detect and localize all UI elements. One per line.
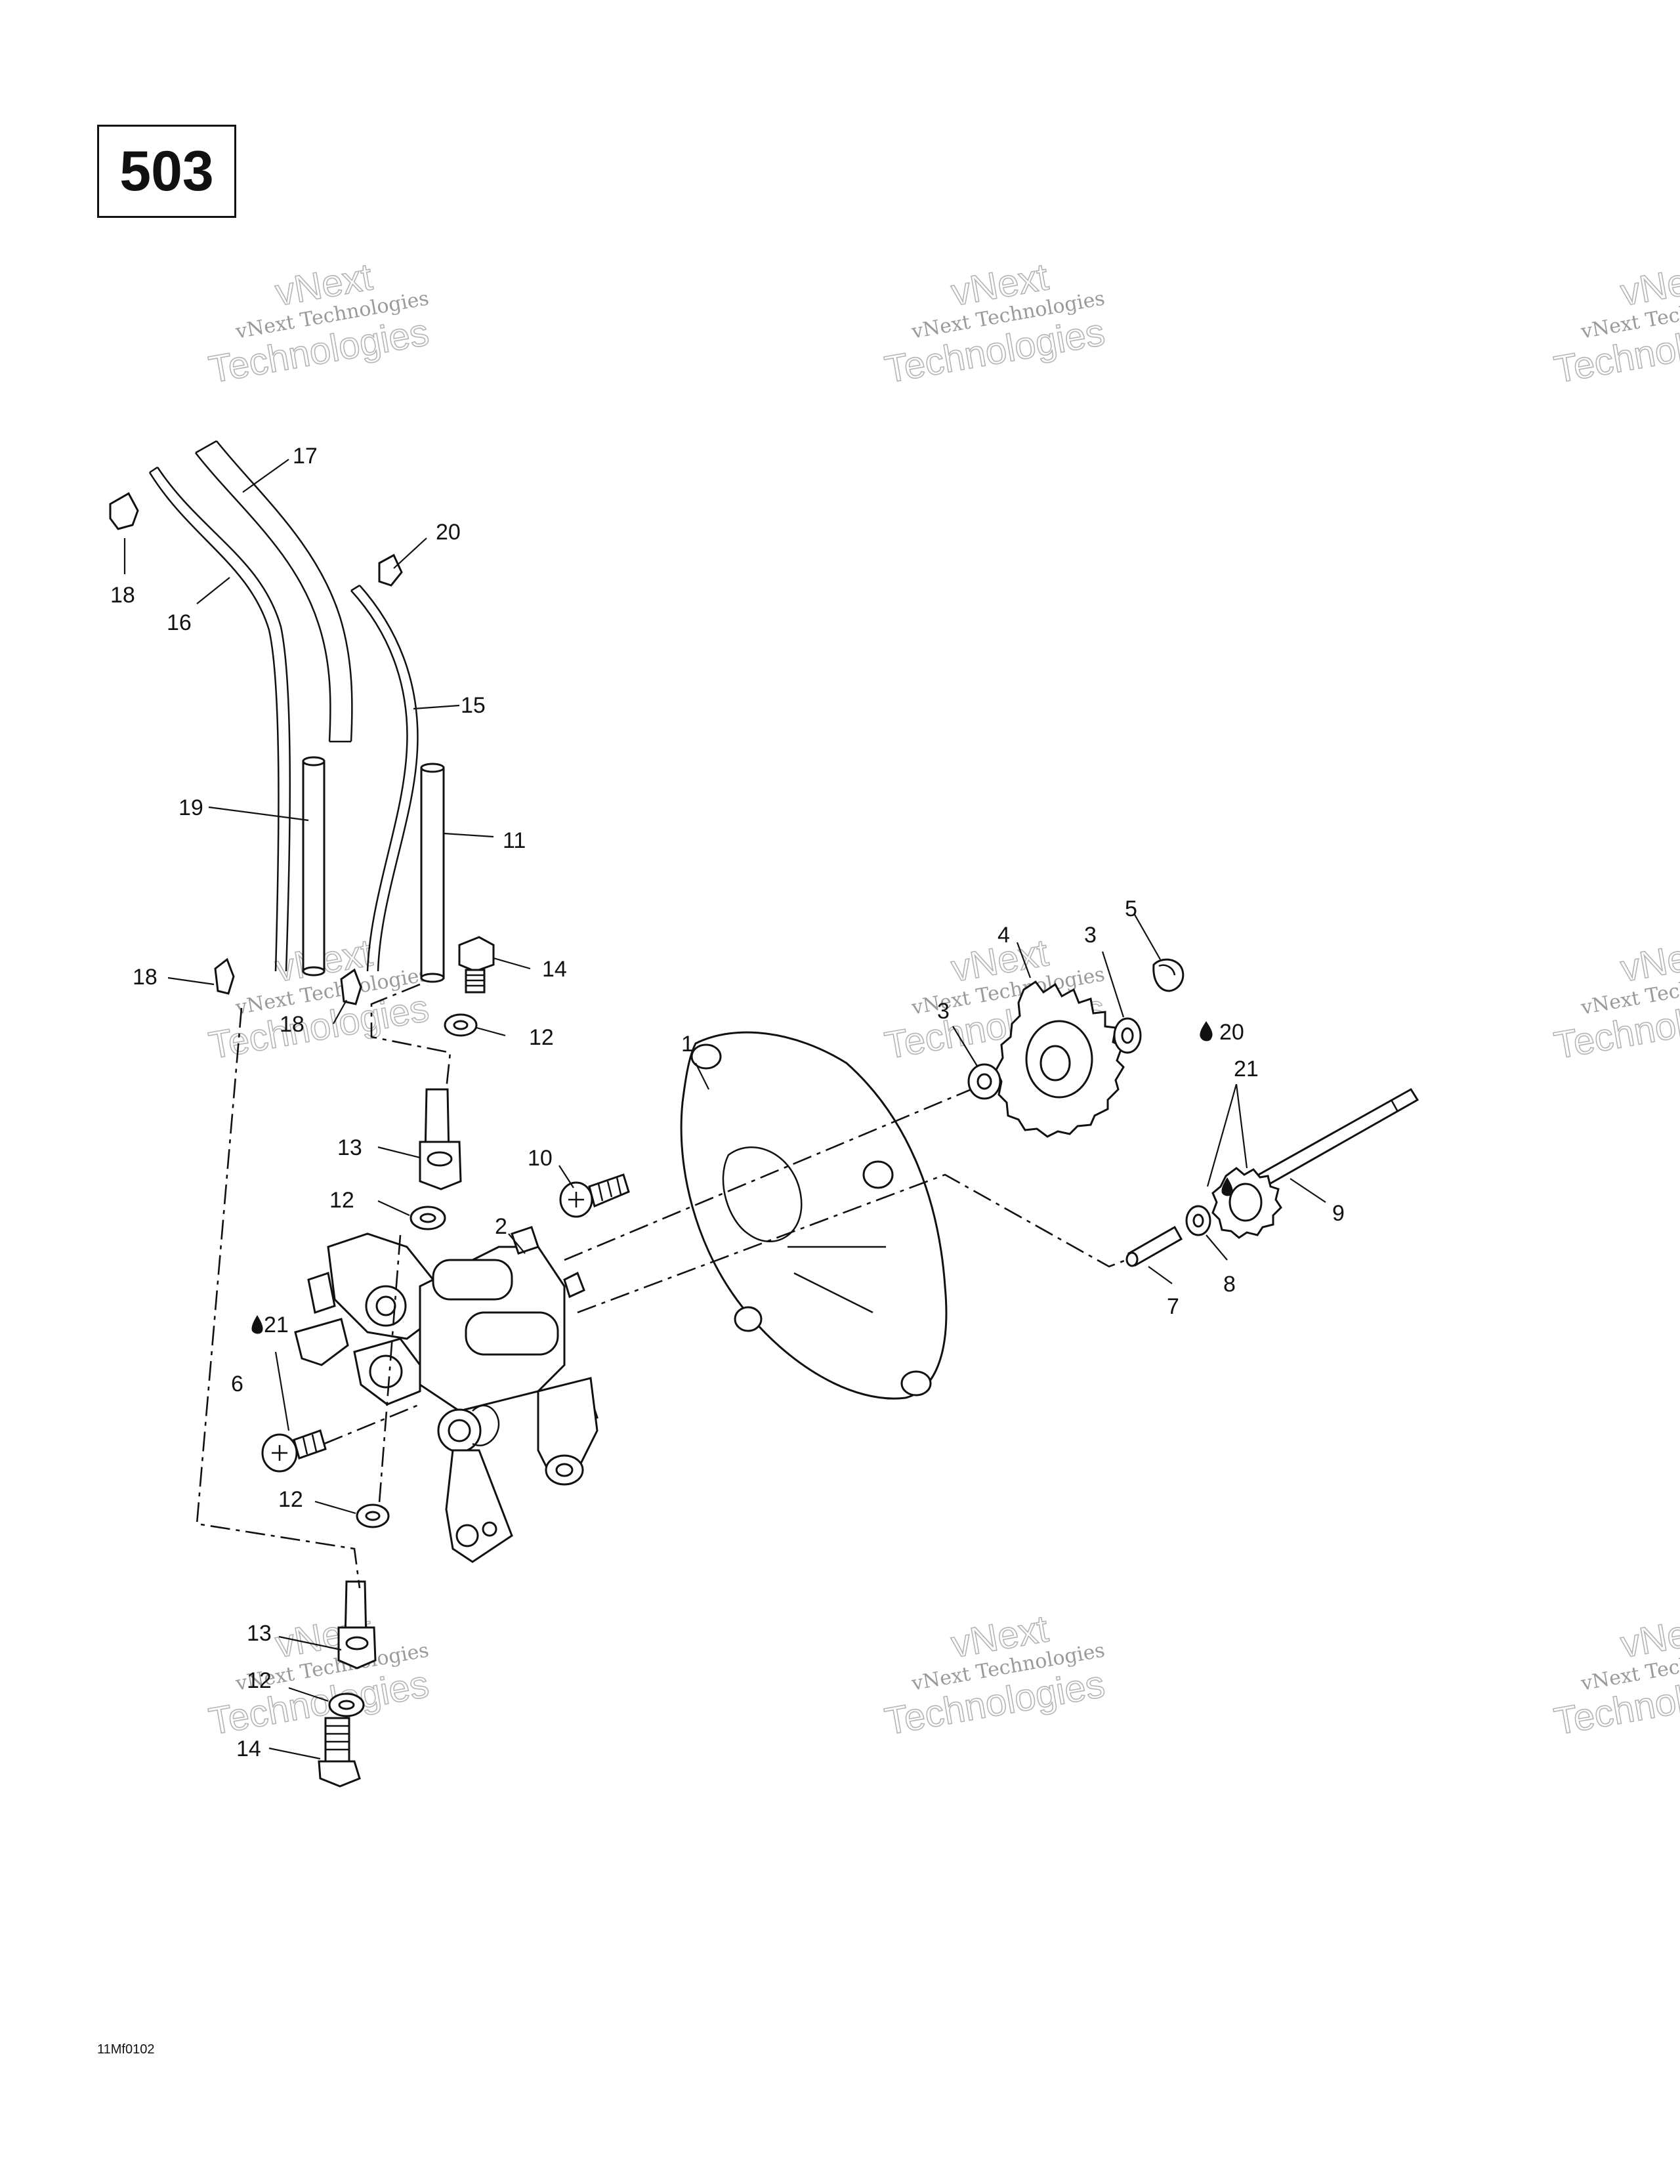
oil-pump-2 bbox=[294, 1226, 598, 1563]
callout-4: 4 bbox=[998, 923, 1010, 948]
callouts: 17 20 18 16 15 19 11 14 18 18 12 4 3 5 3… bbox=[110, 444, 1345, 1761]
washer-12-c bbox=[356, 1503, 390, 1528]
callout-15: 15 bbox=[461, 693, 486, 718]
callout-14: 14 bbox=[542, 957, 567, 982]
callout-18: 18 bbox=[280, 1012, 304, 1037]
callout-10: 10 bbox=[528, 1146, 553, 1171]
circlip-5 bbox=[1152, 958, 1185, 992]
shaft-9 bbox=[1211, 1087, 1419, 1239]
callout-11: 11 bbox=[503, 828, 526, 853]
callout-7: 7 bbox=[1167, 1294, 1179, 1319]
callout-18: 18 bbox=[133, 965, 158, 990]
washer-3-right bbox=[1113, 1017, 1142, 1054]
clamp-18-mid bbox=[340, 968, 362, 1005]
washer-3-left bbox=[967, 1063, 1001, 1100]
assembly-lines bbox=[196, 983, 1127, 1589]
callout-1: 1 bbox=[681, 1032, 694, 1057]
banjo-bolt-14-bottom bbox=[318, 1717, 361, 1788]
clamp-20-top bbox=[378, 553, 403, 587]
leader-lines bbox=[123, 459, 1326, 1760]
pin-7 bbox=[1125, 1225, 1183, 1267]
callout-12: 12 bbox=[278, 1487, 303, 1512]
pump-cover-1 bbox=[680, 1031, 948, 1400]
callout-21: 21 bbox=[264, 1312, 289, 1337]
banjo-bolt-14-top bbox=[458, 936, 495, 994]
washer-12-d bbox=[328, 1692, 365, 1717]
lubricant-drop-icon bbox=[1221, 1177, 1233, 1196]
callout-12: 12 bbox=[329, 1188, 354, 1213]
hose-11 bbox=[420, 763, 445, 983]
hose-19 bbox=[302, 756, 326, 976]
callout-13: 13 bbox=[337, 1135, 362, 1160]
callout-18: 18 bbox=[110, 583, 135, 608]
screw-6 bbox=[261, 1429, 327, 1473]
hose-15 bbox=[350, 584, 419, 972]
page-number: 503 bbox=[119, 139, 214, 203]
callout-3: 3 bbox=[1084, 923, 1097, 948]
lubricant-drop-icon bbox=[251, 1315, 263, 1334]
callout-21: 21 bbox=[1234, 1057, 1259, 1082]
callout-2: 2 bbox=[495, 1214, 507, 1239]
fitting-13-top bbox=[419, 1088, 462, 1190]
callout-20: 20 bbox=[1219, 1020, 1244, 1045]
lubricant-drop-icon bbox=[1200, 1021, 1213, 1041]
gear-4 bbox=[995, 980, 1125, 1138]
callout-6: 6 bbox=[231, 1372, 243, 1396]
callout-17: 17 bbox=[293, 444, 318, 469]
callout-14: 14 bbox=[236, 1736, 261, 1761]
clamp-18-top bbox=[109, 492, 139, 530]
callout-3: 3 bbox=[937, 999, 950, 1024]
watermark: vNext vNext Technologies Technologies vN… bbox=[205, 255, 1680, 1744]
washer-12-b bbox=[410, 1206, 446, 1230]
callout-20: 20 bbox=[436, 520, 461, 545]
washer-12-a bbox=[444, 1013, 478, 1037]
clamp-18-left bbox=[214, 957, 235, 995]
callout-12: 12 bbox=[247, 1668, 272, 1693]
screw-10 bbox=[559, 1173, 630, 1218]
page-number-box bbox=[97, 125, 236, 218]
callout-19: 19 bbox=[178, 795, 203, 820]
callout-8: 8 bbox=[1223, 1272, 1236, 1297]
callout-5: 5 bbox=[1125, 896, 1137, 921]
callout-13: 13 bbox=[247, 1621, 272, 1646]
drawing-code: 11Mf0102 bbox=[97, 2042, 155, 2057]
callout-16: 16 bbox=[167, 610, 192, 635]
callout-12: 12 bbox=[529, 1025, 554, 1050]
washer-8 bbox=[1185, 1205, 1211, 1236]
hose-17 bbox=[195, 440, 353, 743]
hose-16 bbox=[148, 466, 291, 972]
callout-9: 9 bbox=[1332, 1201, 1345, 1226]
